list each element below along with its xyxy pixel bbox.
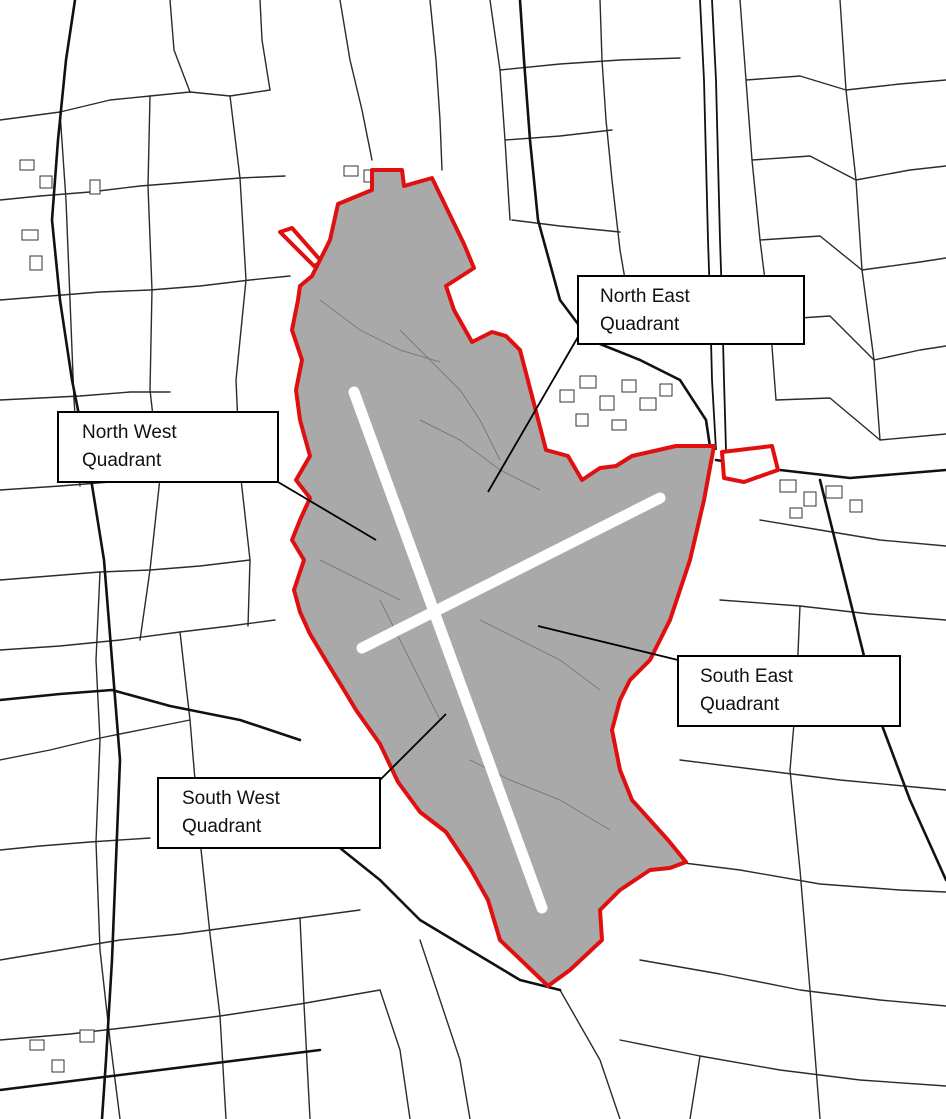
label-north-west-line2: Quadrant [82, 450, 162, 471]
label-north-east-line1: North East [600, 286, 690, 307]
leader-north-east [487, 329, 583, 493]
label-south-east-line1: South East [700, 666, 794, 687]
label-south-east-line2: Quadrant [700, 694, 780, 715]
label-north-east-box [577, 275, 805, 345]
leader-north-west [277, 481, 377, 541]
label-south-east: South East Quadrant [677, 655, 901, 727]
leader-lines [277, 329, 679, 781]
label-south-west-line1: South West [182, 788, 281, 809]
runways [348, 386, 666, 914]
label-north-west-line1: North West [82, 422, 177, 443]
label-north-east-line2: Quadrant [600, 314, 680, 335]
label-north-east: North East Quadrant [577, 275, 805, 345]
runway-nw-se [348, 386, 548, 914]
label-north-west: North West Quadrant [57, 411, 279, 483]
label-south-west-line2: Quadrant [182, 816, 262, 837]
leader-south-west [379, 713, 447, 781]
runway-sw-ne [356, 492, 666, 654]
leader-south-east [537, 625, 679, 661]
label-south-west: South West Quadrant [157, 777, 381, 849]
label-south-west-box [157, 777, 381, 849]
label-south-east-box [677, 655, 901, 727]
red-parcels [278, 226, 780, 484]
label-north-west-box [57, 411, 279, 483]
